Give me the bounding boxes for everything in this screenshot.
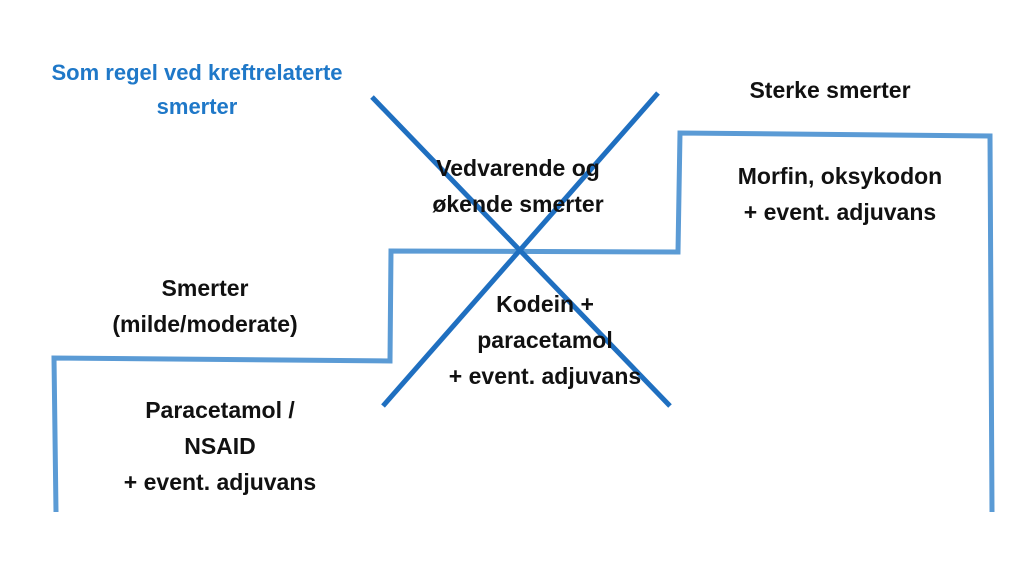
step-1-treatment: Paracetamol / NSAID + event. adjuvans: [80, 392, 360, 500]
step-2-title-line: økende smerter: [432, 191, 604, 217]
step-2-treatment-line: paracetamol: [477, 327, 613, 353]
step-2-title: Vedvarende og økende smerter: [388, 150, 648, 222]
step-3-title: Sterke smerter: [700, 72, 960, 108]
step-3-title-line: Sterke smerter: [749, 77, 911, 103]
step-2-treatment-line: + event. adjuvans: [448, 363, 642, 389]
note-line-2: smerter: [156, 94, 238, 119]
step-1-title: Smerter (milde/moderate): [70, 270, 340, 342]
step-1-title-line: Smerter: [161, 275, 249, 301]
step-1-treatment-line: Paracetamol /: [145, 397, 295, 423]
step-2-treatment-line: Kodein +: [496, 291, 594, 317]
staircase-outline: [51, 130, 995, 513]
step-1-treatment-line: + event. adjuvans: [123, 469, 317, 495]
cancer-pain-note: Som regel ved kreftrelaterte smerter: [12, 56, 382, 124]
step-1-title-line: (milde/moderate): [112, 311, 298, 337]
step-3-treatment-line: + event. adjuvans: [743, 199, 937, 225]
step-2-treatment: Kodein + paracetamol + event. adjuvans: [410, 286, 680, 394]
step-1-treatment-line: NSAID: [184, 433, 256, 459]
step-3-treatment-line: Morfin, oksykodon: [737, 163, 943, 189]
step-3-treatment: Morfin, oksykodon + event. adjuvans: [700, 158, 980, 230]
step-2-title-line: Vedvarende og: [436, 155, 600, 181]
cross-line-2: [381, 91, 660, 408]
note-line-1: Som regel ved kreftrelaterte: [51, 60, 343, 85]
